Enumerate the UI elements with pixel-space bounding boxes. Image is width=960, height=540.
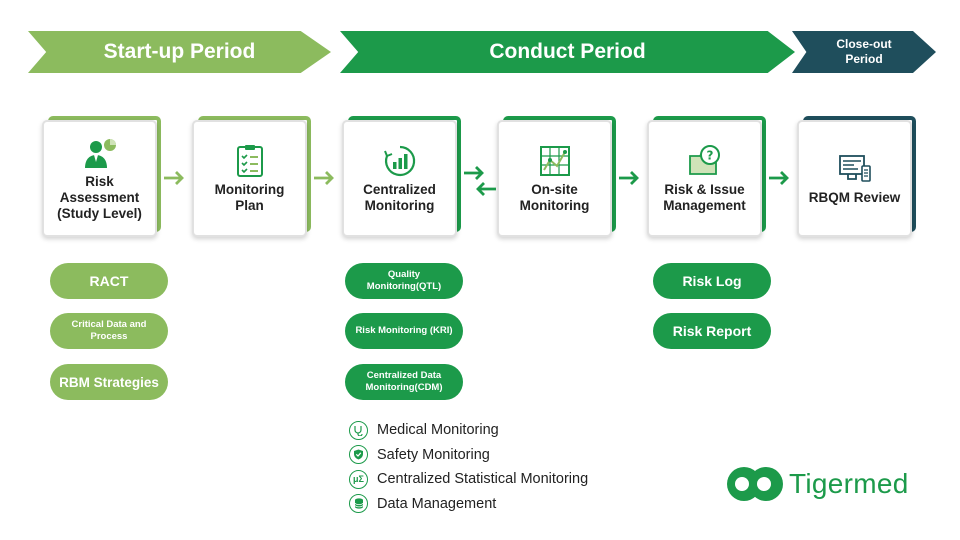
risk-item-log: Risk Log [653,263,771,299]
step-label: Risk & Issue Management [663,181,746,213]
folder-question-icon: ? [688,144,720,175]
arrow-right-icon [464,166,484,180]
step-card-onsite-monitoring: On-site Monitoring [497,116,616,237]
card-face: Monitoring Plan [192,120,307,237]
step-label: RBQM Review [808,189,901,205]
step-label: Monitoring Plan [214,181,285,213]
dashboard-screens-icon [838,154,871,182]
monitoring-type-item: μΣ Centralized Statistical Monitoring [349,467,588,492]
arrow-right-icon [769,171,789,185]
svg-text:?: ? [706,148,713,162]
phase-closeout-label: Close-out Period [836,37,892,66]
central-item-qtl: Quality Monitoring(QTL) [345,263,463,299]
central-item-kri: Risk Monitoring (KRI) [345,313,463,349]
card-face: On-site Monitoring [497,120,612,237]
step-card-rbqm-review: RBQM Review [797,116,916,237]
monitoring-type-label: Data Management [377,495,497,512]
pill-label: Risk Monitoring (KRI) [355,325,453,336]
card-face: RBQM Review [797,120,912,237]
shield-check-icon [349,445,368,465]
arrow-left-icon [476,182,496,196]
map-grid-icon [539,145,570,176]
arrow-right-icon [314,171,334,185]
monitoring-types-list: Medical Monitoring Safety Monitoring μΣ … [349,418,588,516]
phase-startup-banner: Start-up Period [28,31,331,73]
central-item-cdm: Centralized Data Monitoring(CDM) [345,364,463,400]
risk-item-report: Risk Report [653,313,771,349]
step-label: Risk Assessment (Study Level) [57,173,142,221]
pill-label: Centralized Data Monitoring(CDM) [365,370,443,393]
step-card-risk-issue-management: ? Risk & Issue Management [647,116,766,237]
step-card-monitoring-plan: Monitoring Plan [192,116,311,237]
card-face: ? Risk & Issue Management [647,120,762,237]
database-icon [349,494,368,514]
startup-item-critical-data: Critical Data and Process [50,313,168,349]
step-card-centralized-monitoring: Centralized Monitoring [342,116,461,237]
checklist-icon [236,144,263,177]
pill-label: RACT [89,273,129,289]
arrow-right-icon [619,171,639,185]
logo-text: Tigermed [789,468,909,499]
person-chart-icon [84,138,116,168]
pill-label: Risk Log [682,273,742,289]
phase-conduct-banner: Conduct Period [340,31,795,73]
step-label: On-site Monitoring [519,181,590,213]
phase-closeout-banner: Close-out Period [792,31,936,73]
arrow-right-icon [164,171,184,185]
step-card-risk-assessment: Risk Assessment (Study Level) [42,116,161,237]
card-face: Centralized Monitoring [342,120,457,237]
step-label: Centralized Monitoring [363,181,436,213]
monitoring-type-label: Safety Monitoring [377,446,490,463]
phase-conduct-label: Conduct Period [489,40,646,63]
monitoring-type-item: Medical Monitoring [349,418,588,443]
monitoring-type-item: Safety Monitoring [349,443,588,468]
monitoring-type-label: Medical Monitoring [377,422,499,439]
tigermed-logo: Tigermed [727,463,909,505]
tigermed-logo-mark [727,467,783,501]
phase-startup-label: Start-up Period [103,40,256,63]
bar-chart-circle-icon [383,145,415,176]
monitoring-type-label: Centralized Statistical Monitoring [377,471,589,488]
startup-item-ract: RACT [50,263,168,299]
mu-sigma-icon: μΣ [349,469,368,489]
pill-label: Risk Report [672,323,752,339]
card-face: Risk Assessment (Study Level) [42,120,157,237]
pill-label: Quality Monitoring(QTL) [366,269,442,292]
stethoscope-icon [349,420,368,440]
pill-label: RBM Strategies [59,374,159,390]
monitoring-type-item: Data Management [349,492,588,517]
pill-label: Critical Data and Process [71,319,147,342]
startup-item-rbm-strategies: RBM Strategies [50,364,168,400]
mu-sigma-glyph: μΣ [353,474,364,485]
